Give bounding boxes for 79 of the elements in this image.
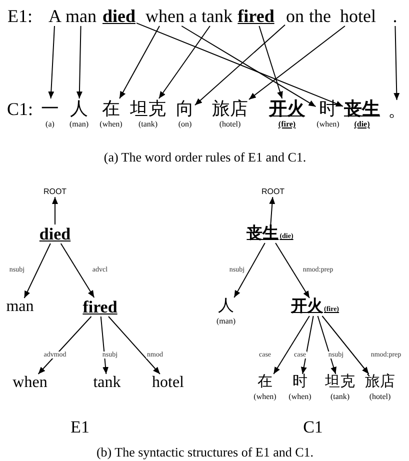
word: hotel [152, 375, 184, 391]
gloss: (a) [46, 120, 54, 128]
word: died [39, 226, 71, 242]
word: 坦克 [130, 100, 166, 118]
word: 人 [218, 298, 234, 314]
word: 丧生 [246, 226, 279, 242]
word: died [102, 7, 136, 25]
word: fired [82, 298, 118, 316]
word: 时 [319, 100, 337, 118]
word: 人 [70, 100, 88, 118]
word: ROOT [261, 188, 285, 196]
word: when [12, 375, 48, 391]
word: a [189, 7, 197, 25]
caption: (a) The word order rules of E1 and C1. [104, 150, 306, 164]
gloss: (when) [316, 120, 340, 128]
word: fired [238, 7, 274, 25]
word: A [48, 7, 62, 25]
arrow [24, 243, 51, 298]
word: on [286, 7, 304, 25]
word: 一 [41, 100, 59, 118]
arrow [38, 316, 92, 374]
arrow [48, 26, 55, 99]
gloss: (when) [288, 393, 312, 401]
gloss: (tank) [330, 393, 350, 401]
row-label: E1: [8, 7, 32, 25]
word: 在 [102, 100, 120, 118]
arrow [273, 316, 310, 374]
word: tank [202, 7, 232, 25]
gloss: (man) [69, 120, 89, 128]
word: 向 [176, 100, 194, 118]
gloss: (die) [354, 120, 370, 128]
word: when [146, 7, 184, 25]
word: man [6, 299, 34, 315]
arrow [194, 24, 286, 106]
word: . [392, 7, 398, 25]
gloss: (tank) [138, 120, 158, 128]
arrow [258, 26, 283, 99]
gloss: (fire) [278, 120, 296, 128]
arrow [300, 316, 314, 374]
gloss: (when) [254, 393, 276, 401]
arrow [100, 316, 109, 374]
arrow [60, 243, 95, 298]
row-label: C1: [7, 100, 33, 118]
arrow [181, 26, 316, 108]
arrow [108, 316, 160, 374]
word: 坦克 [325, 375, 355, 390]
word: 。 [388, 101, 406, 119]
word: the [309, 7, 331, 25]
arrow [269, 196, 276, 226]
arrow [322, 316, 370, 374]
word: tank [93, 375, 121, 391]
arrow [76, 26, 82, 99]
word: 时 [292, 375, 308, 390]
arrow [136, 22, 344, 107]
arrow [317, 316, 336, 374]
word: 开火 [290, 299, 323, 315]
gloss: (man) [216, 318, 236, 326]
tree-label: E1 [70, 418, 90, 436]
arrow [248, 26, 346, 100]
word: hotel [340, 7, 376, 25]
word: ROOT [43, 188, 67, 196]
word: 在 [258, 375, 272, 390]
word: man [66, 7, 96, 25]
word: 开火 [269, 100, 305, 118]
gloss: (when) [100, 120, 122, 128]
gloss: (hotel) [219, 120, 241, 128]
word: 旅店 [365, 375, 395, 390]
arrow [158, 26, 210, 99]
arrow [394, 26, 400, 100]
word: 旅店 [212, 100, 248, 118]
arrow [234, 242, 266, 298]
arrow [119, 26, 160, 99]
gloss: (hotel) [369, 393, 391, 401]
arrow [275, 242, 310, 298]
word: 丧生 [344, 100, 380, 118]
arrow [52, 196, 58, 225]
caption: (b) The syntactic structures of E1 and C1. [96, 446, 314, 458]
gloss: (on) [178, 120, 192, 128]
tree-label: C1 [303, 418, 323, 436]
